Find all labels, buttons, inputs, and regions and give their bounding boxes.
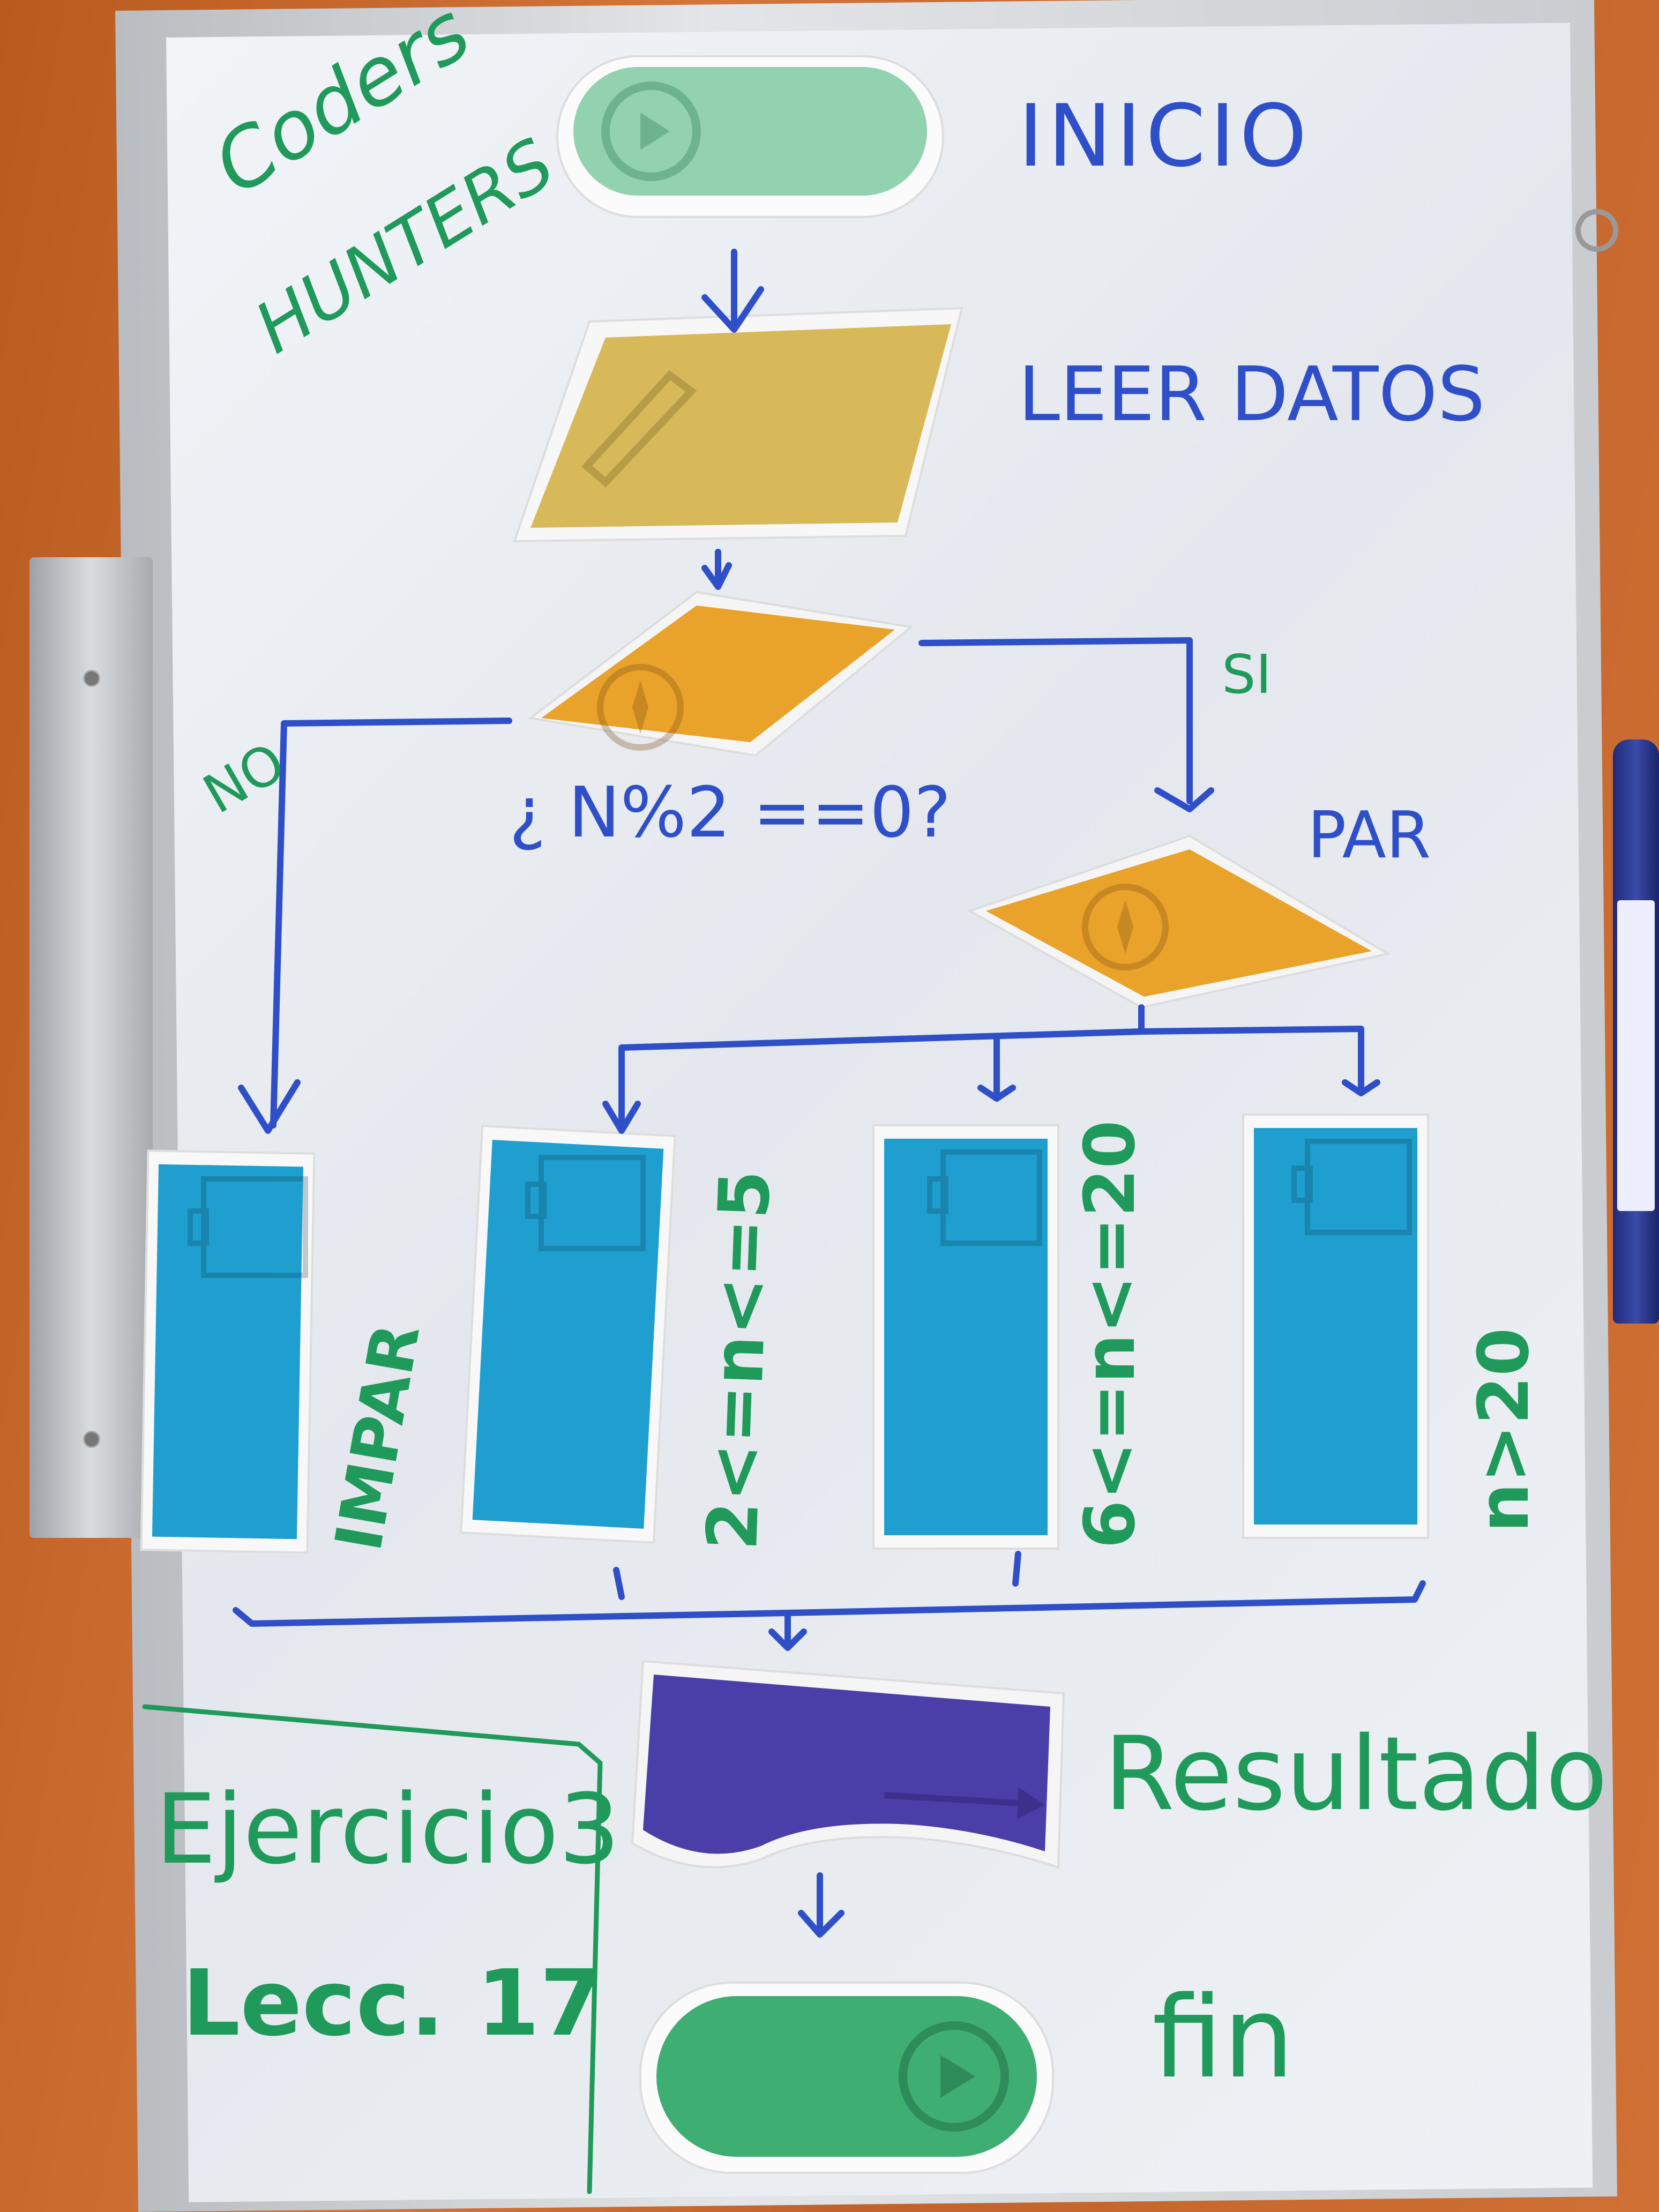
exercise-label: Ejercicio3 — [155, 1774, 621, 1886]
process-label-range-2-5: 2<=n<=5 — [691, 1169, 786, 1552]
marker-tray — [29, 557, 153, 1538]
output-label: Resultado — [1104, 1715, 1608, 1833]
decision-diamond-parity — [528, 591, 914, 757]
battery-icon — [1291, 1139, 1412, 1235]
process-above-20 — [1242, 1114, 1429, 1539]
process-label-above-20: n>20 — [1463, 1327, 1544, 1533]
play-icon — [601, 81, 701, 181]
process-range-6-20 — [872, 1124, 1059, 1550]
process-label-range-6-20: 6<=n<=20 — [1069, 1120, 1150, 1549]
arrow-icon — [884, 1787, 1045, 1819]
screw-icon — [83, 1431, 100, 1448]
hanging-hook-icon — [1575, 209, 1618, 252]
process-impar — [140, 1149, 316, 1554]
input-label: LEER DATOS — [1018, 351, 1485, 438]
start-terminal — [556, 55, 944, 218]
screw-icon — [83, 670, 100, 687]
play-icon — [899, 2021, 1009, 2132]
par-label: PAR — [1307, 798, 1431, 873]
decision-label: ¿ N%2 ==0? — [509, 772, 951, 853]
end-label: fin — [1152, 1972, 1295, 2103]
battery-icon — [927, 1149, 1042, 1246]
input-parallelogram — [513, 307, 963, 543]
battery-icon — [188, 1176, 308, 1278]
footer-box — [142, 1704, 603, 2194]
marker-label — [1617, 900, 1655, 1211]
lesson-label: Lecc. 17 — [182, 1951, 603, 2057]
process-range-2-5 — [460, 1124, 676, 1544]
flow-connectors — [233, 249, 1426, 1938]
start-label: INICIO — [1018, 86, 1311, 186]
battery-icon — [525, 1155, 646, 1251]
output-document — [631, 1660, 1065, 1869]
pencil-icon — [581, 370, 697, 488]
end-terminal — [639, 1982, 1054, 2174]
compass-icon — [597, 664, 684, 751]
whiteboard-marker — [1613, 739, 1659, 1324]
decision-diamond-par — [967, 834, 1391, 1009]
branch-yes-label: SI — [1222, 643, 1272, 706]
compass-icon — [1082, 884, 1169, 970]
